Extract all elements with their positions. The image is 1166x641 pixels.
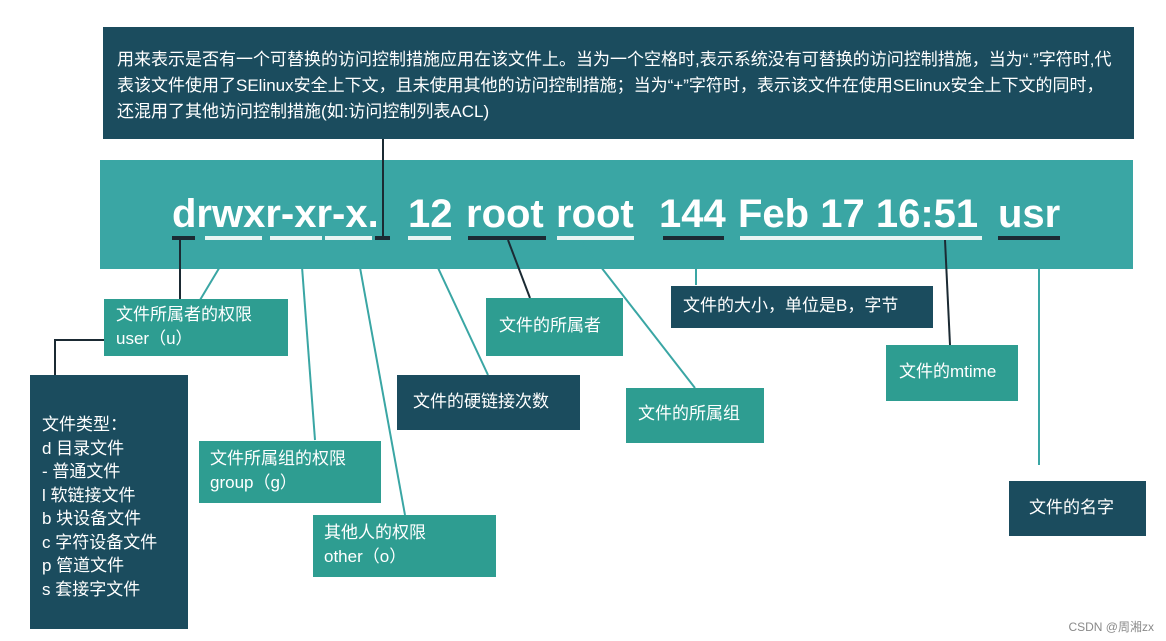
acl-note-box: 用来表示是否有一个可替换的访问控制措施应用在该文件上。当为一个空格时,表示系统没… [103,27,1134,139]
mtime-label: 文件的mtime [899,362,997,381]
name-box: 文件的名字 [1009,481,1146,536]
file-type-item: d 目录文件 [42,438,125,458]
file-type-item: l 软链接文件 [42,485,136,505]
mtime-connector [944,239,951,346]
hardlinks-connector [424,239,489,376]
watermark: CSDN @周湘zx [1068,620,1154,634]
mtime-box: 文件的mtime [886,345,1018,401]
cmd-date: Feb 17 16:51 [738,192,979,236]
group-perm-line1: 文件所属组的权限 [210,449,346,468]
group-perm-box: 文件所属组的权限 group（g） [199,441,381,503]
other-perm-line1: 其他人的权限 [324,523,426,542]
group-perm-line2: group（g） [210,473,297,492]
other-perm-box: 其他人的权限 other（o） [313,515,496,577]
size-box: 文件的大小，单位是B，字节 [671,286,933,328]
cmd-owner: root [466,192,544,236]
command-banner [100,160,1133,269]
user-perm-box: 文件所属者的权限 user（u） [104,299,288,356]
cmd-name: usr [998,192,1061,236]
file-type-box: 文件类型： d 目录文件 - 普通文件 l 软链接文件 b 块设备文件 c 字符… [30,375,188,629]
groupname-box: 文件的所属组 [626,388,764,443]
other-perm-line2: other（o） [324,547,407,566]
cmd-permissions: drwxr-xr-x. [172,192,379,236]
file-type-item: s 套接字文件 [42,579,141,599]
groupname-connector [579,239,696,389]
file-type-item: c 字符设备文件 [42,532,158,552]
file-type-title: 文件类型： [42,415,127,434]
file-type-item: - 普通文件 [42,462,121,481]
user-perm-line1: 文件所属者的权限 [116,305,252,324]
cmd-links: 12 [408,192,453,236]
size-label: 文件的大小，单位是B，字节 [683,296,899,315]
owner-box: 文件的所属者 [486,298,623,356]
user-perm-line2: user（u） [116,329,193,348]
owner-connector [507,239,531,299]
groupname-label: 文件的所属组 [638,404,740,423]
cmd-size: 144 [659,192,726,236]
name-label: 文件的名字 [1029,498,1114,517]
other-connector [354,239,406,516]
acl-note-text: 用来表示是否有一个可替换的访问控制措施应用在该文件上。当为一个空格时,表示系统没… [117,50,1112,121]
file-type-item: p 管道文件 [42,556,125,575]
hardlinks-box: 文件的硬链接次数 [397,375,580,430]
group-connector [299,239,316,441]
hardlinks-label: 文件的硬链接次数 [413,392,549,411]
cmd-group: root [556,192,634,236]
file-type-item: b 块设备文件 [42,509,142,528]
owner-label: 文件的所属者 [499,316,601,335]
user-connector [199,239,237,301]
